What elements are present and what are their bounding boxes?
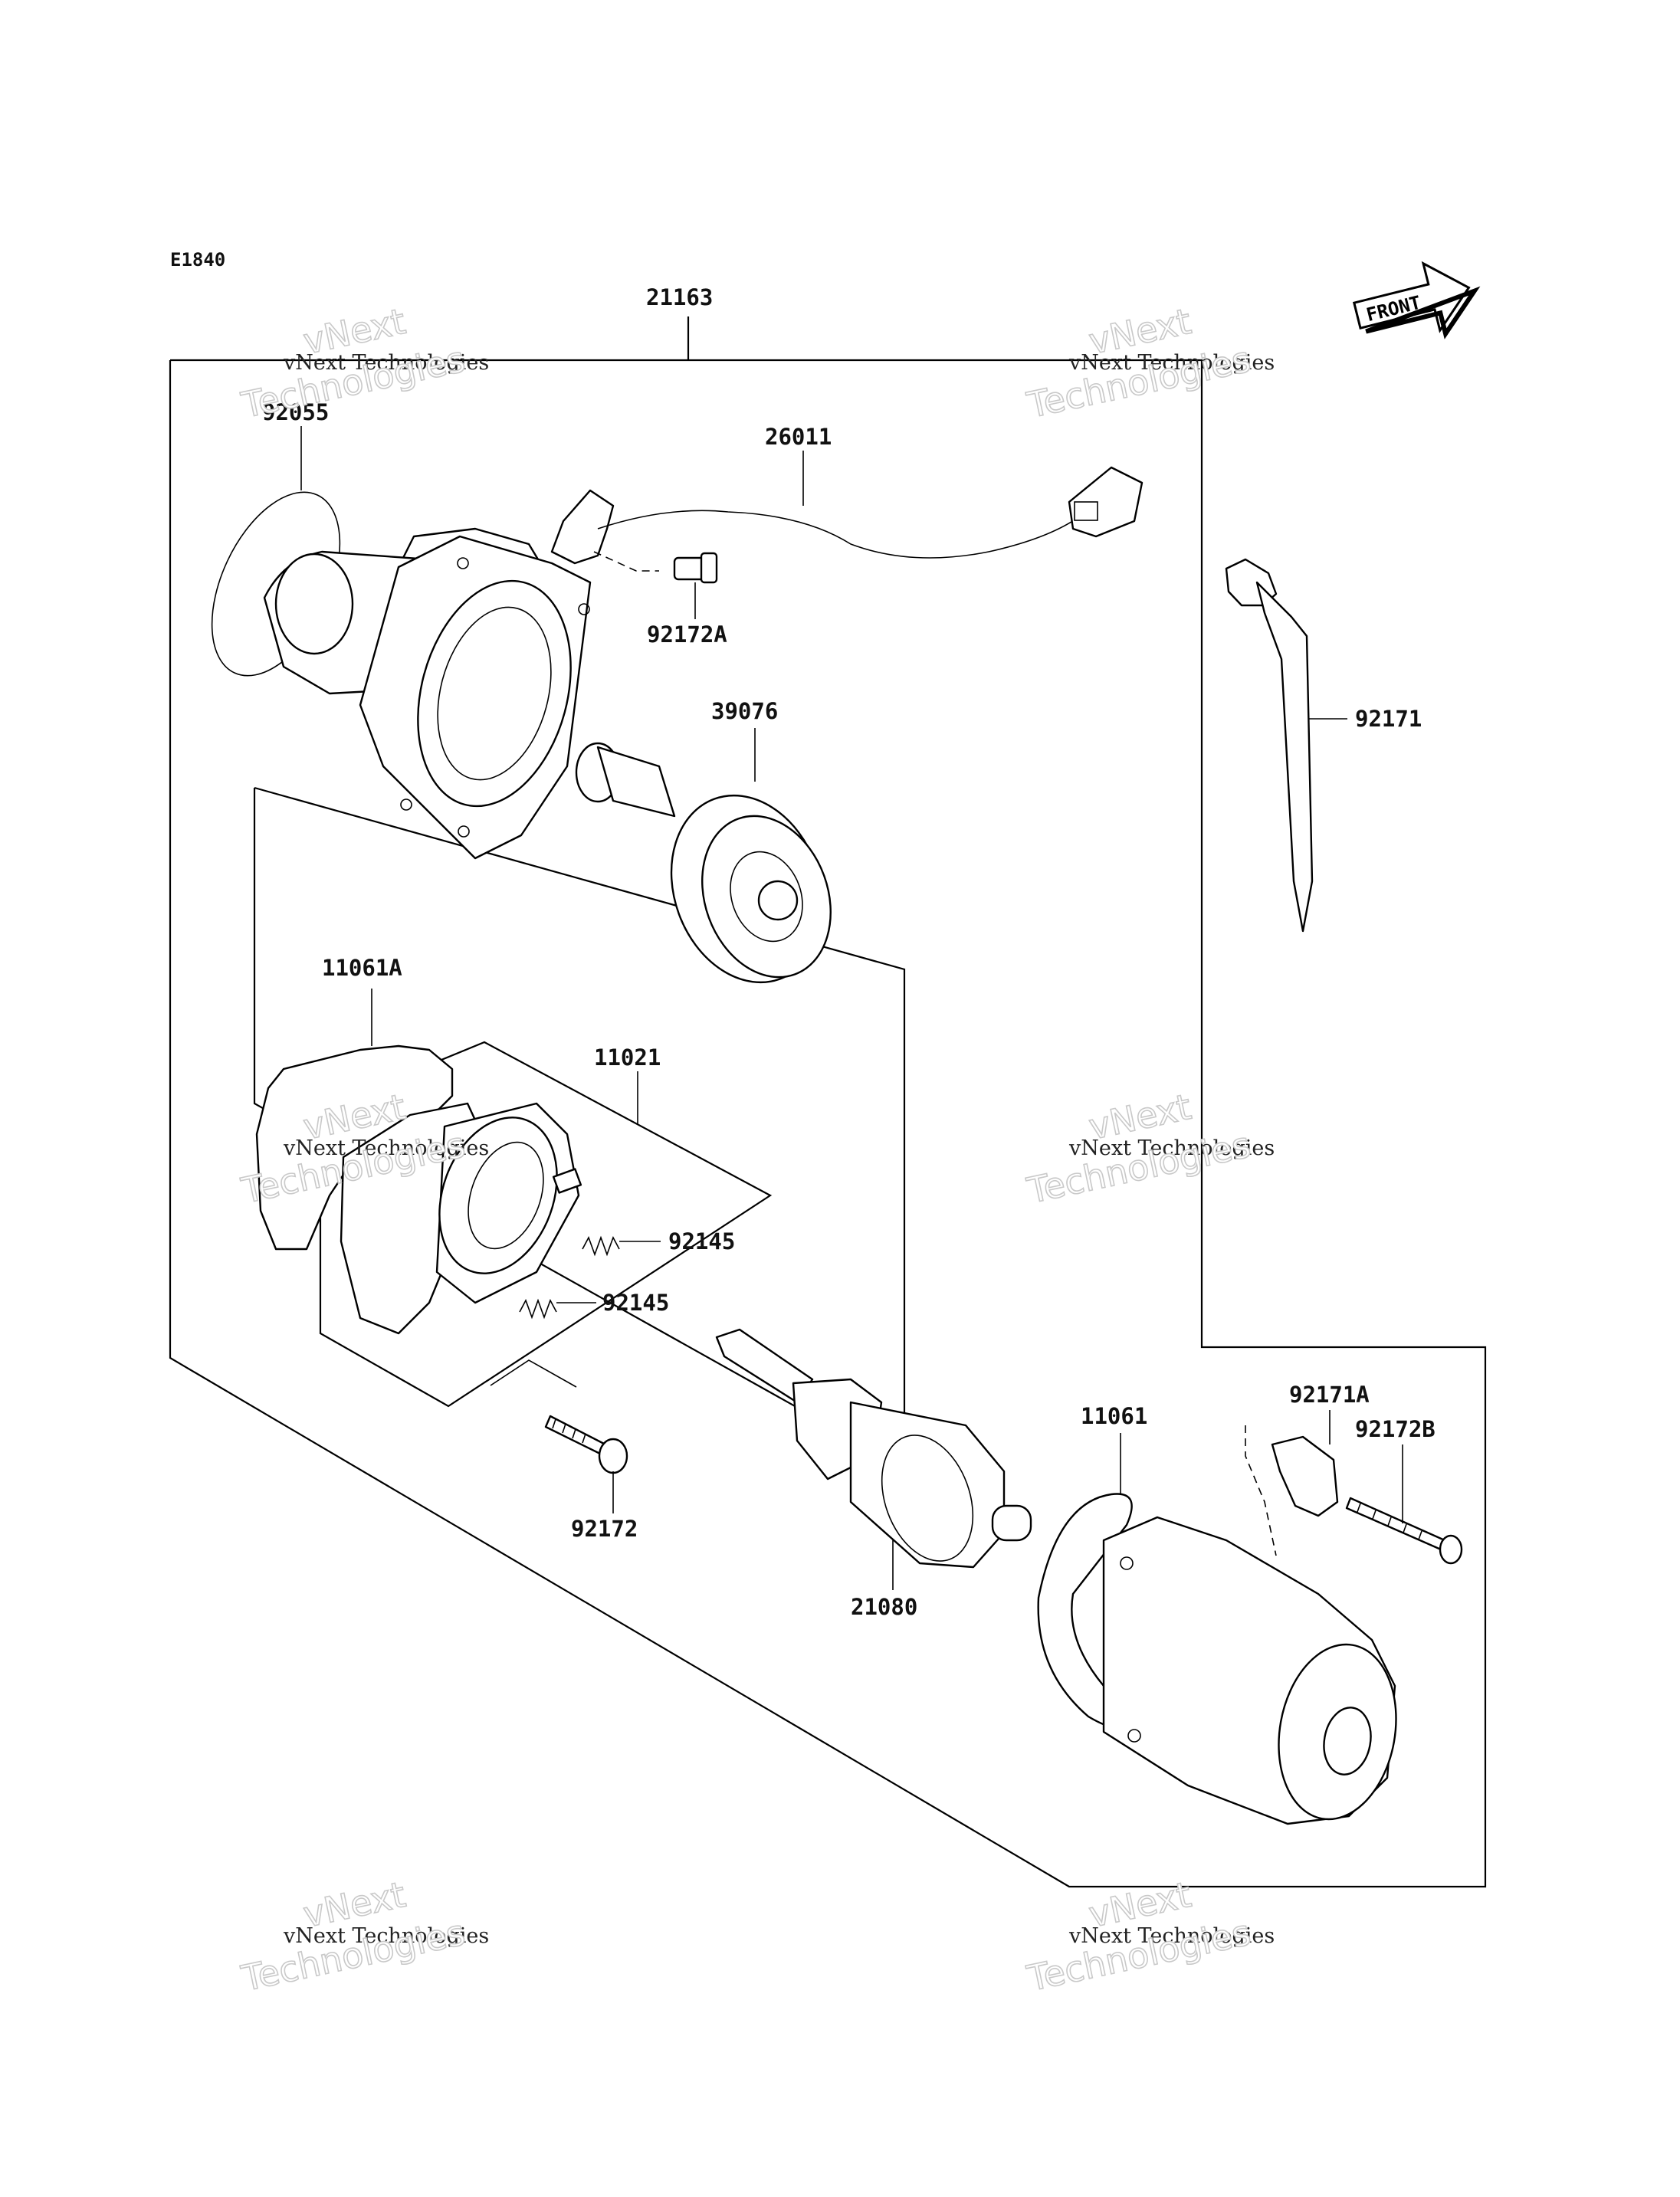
- part-label-92145-1: 92145: [668, 1228, 735, 1254]
- part-label-11061: 11061: [1081, 1403, 1147, 1429]
- subgroup-outline-brush: [319, 1041, 773, 1408]
- subgroup-outline-brush-inner: [490, 1359, 577, 1388]
- lead-wire-icon: [550, 451, 1144, 572]
- spring-2-icon: [519, 1298, 596, 1320]
- bolt-lead-icon: [673, 552, 718, 619]
- watermark-top-right: vNext Technologies vNext Technologies: [1022, 300, 1275, 427]
- front-arrow-icon: FRONT: [1352, 261, 1481, 339]
- part-label-11021: 11021: [594, 1044, 661, 1071]
- part-label-26011: 26011: [765, 424, 832, 450]
- watermark-mid-right: vNext Technologies vNext Technologies: [1022, 1085, 1275, 1212]
- part-label-21163: 21163: [646, 284, 713, 310]
- o-ring-rear-icon: [1037, 1433, 1136, 1730]
- clamp-icon: [1245, 1410, 1339, 1556]
- svg-text:vNext Technologies: vNext Technologies: [283, 1136, 489, 1160]
- spring-1-icon: [582, 1235, 661, 1257]
- svg-text:vNext Technologies: vNext Technologies: [1068, 1924, 1275, 1948]
- diagram-code: E1840: [170, 249, 225, 271]
- svg-text:vNext Technologies: vNext Technologies: [283, 1924, 489, 1948]
- bolt-rear-icon: [1345, 1444, 1463, 1565]
- watermark-bottom-left: vNext Technologies vNext Technologies: [237, 1873, 489, 2000]
- part-label-92172B: 92172B: [1355, 1416, 1436, 1442]
- part-label-92145-2: 92145: [602, 1290, 669, 1316]
- front-cover-icon: [263, 527, 592, 860]
- part-label-92171: 92171: [1355, 706, 1422, 732]
- band-icon: [1225, 558, 1347, 933]
- svg-text:vNext Technologies: vNext Technologies: [283, 351, 489, 375]
- svg-text:vNext Technologies: vNext Technologies: [1068, 1136, 1275, 1160]
- yoke-icon: [1102, 1516, 1397, 1825]
- part-label-39076: 39076: [711, 698, 778, 724]
- armature-icon: [715, 1328, 1032, 1590]
- part-label-92055: 92055: [262, 399, 329, 425]
- starter-clutch-icon: [575, 728, 832, 984]
- part-label-11061A: 11061A: [322, 955, 402, 981]
- screw-icon: [544, 1415, 628, 1513]
- watermark-top-left: vNext Technologies vNext Technologies: [237, 300, 489, 427]
- part-label-92171A: 92171A: [1289, 1382, 1370, 1408]
- part-label-92172: 92172: [571, 1516, 638, 1542]
- svg-text:vNext: vNext: [300, 1086, 409, 1148]
- brush-holder-icon: [340, 1071, 638, 1335]
- svg-text:vNext Technologies: vNext Technologies: [1068, 351, 1275, 375]
- watermark-bottom-right: vNext Technologies vNext Technologies: [1022, 1873, 1275, 2000]
- part-label-92172A: 92172A: [647, 621, 727, 648]
- part-label-21080: 21080: [851, 1594, 917, 1620]
- assembly-outline: [169, 316, 1487, 1888]
